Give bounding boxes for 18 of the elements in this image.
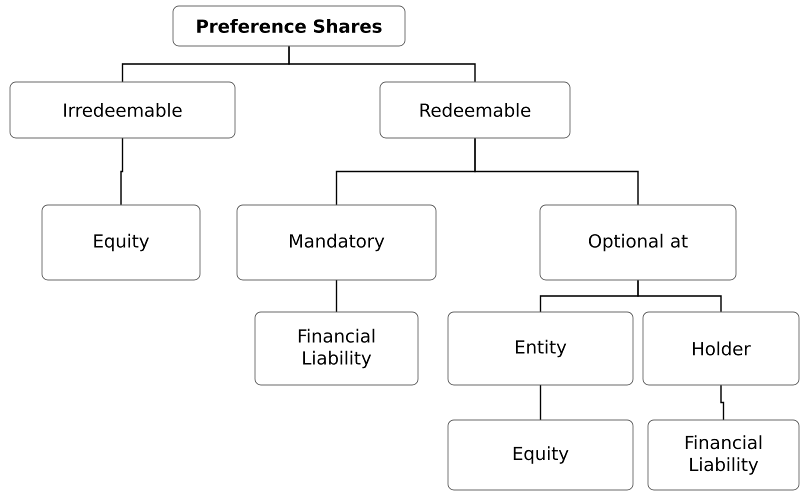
connector-line	[540, 385, 542, 420]
connector-line	[120, 138, 124, 205]
connector-line	[336, 280, 338, 312]
category-box: Equity	[42, 204, 200, 280]
category-box: Optional at	[540, 204, 736, 280]
connector-line	[288, 46, 476, 82]
root-box: Preference Shares	[172, 6, 406, 46]
category-box: Entity	[448, 312, 634, 386]
category-box: Equity	[448, 420, 634, 490]
category-box: Financial Liability	[648, 420, 800, 490]
category-box: Mandatory	[236, 204, 436, 280]
category-box: Irredeemable	[10, 82, 236, 138]
category-box: Holder	[642, 312, 800, 386]
connector-line	[474, 138, 639, 205]
category-box: Redeemable	[380, 82, 570, 138]
connector-line	[720, 385, 724, 420]
connector-line	[637, 280, 722, 312]
category-box: Financial Liability	[254, 312, 418, 386]
